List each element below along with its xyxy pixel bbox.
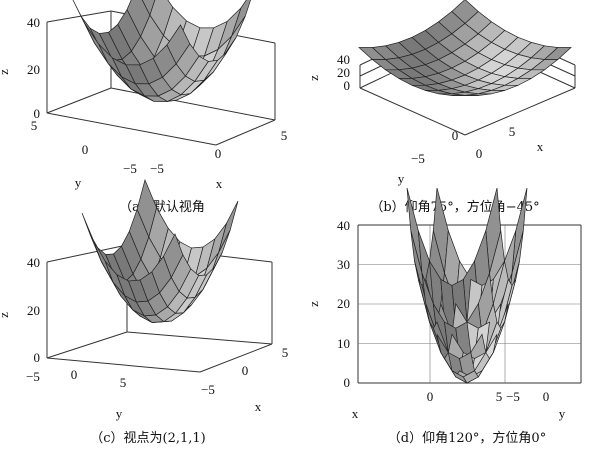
panel-c-x-tick: −5 (201, 382, 215, 397)
panel-b-x-tick: 5 (509, 124, 516, 139)
panel-c-x-tick: 0 (242, 363, 249, 378)
panel-c-z-tick: 40 (27, 255, 40, 270)
panel-d-z-tick: 30 (337, 257, 350, 272)
panel-c-surface (81, 178, 239, 323)
panel-d-z-tick: 40 (337, 218, 350, 233)
panel-d: 40 30 20 10 0 z 0 5 −5 0 x y （d）仰角120°，方… (306, 187, 582, 446)
panel-c-y-tick: −5 (26, 369, 40, 384)
panel-b-surface (358, 0, 572, 96)
panel-d-y-tick: 0 (543, 389, 550, 404)
panel-b-caption: （b）仰角75°，方位角−45° (370, 199, 539, 215)
panel-a-z-tick: 0 (34, 106, 41, 121)
panel-b-x-label: x (537, 139, 544, 154)
panel-c-y-label: y (116, 406, 123, 421)
panel-d-y-label: y (559, 406, 566, 421)
panel-a-y-tick: 0 (82, 142, 89, 157)
panel-c-x-tick: 5 (282, 345, 289, 360)
panel-d-x-tick: 0 (427, 389, 434, 404)
panel-b-y-tick: −5 (411, 151, 425, 166)
panel-d-caption: （d）仰角120°，方位角0° (388, 430, 546, 446)
panel-c-x-label: x (255, 399, 262, 414)
panel-a-z-tick: 40 (27, 15, 40, 30)
panel-b-z-label: z (306, 75, 321, 81)
panel-d-z-tick: 10 (337, 336, 350, 351)
panel-b-z-tick: 20 (337, 65, 350, 80)
panel-d-z-label: z (306, 301, 321, 307)
panel-d-axes (357, 224, 582, 384)
panel-b-z-tick: 0 (344, 78, 351, 93)
surface-patch (462, 370, 479, 384)
surface-patch (218, 200, 239, 253)
panel-a-y-tick: −5 (123, 161, 137, 176)
panel-a-caption: （a）默认视角 (119, 199, 205, 215)
panel-a: 40 20 0 z 5 0 −5 y −5 0 5 x （a）默认视角 (0, 0, 287, 215)
panel-a-x-tick: −5 (150, 161, 164, 176)
panel-b: 40 20 0 z −5 0 y 0 5 x （b）仰角75°，方位角−45° (306, 0, 576, 215)
panel-a-y-tick: 5 (31, 118, 38, 133)
panel-a-x-label: x (216, 176, 223, 191)
surface-patch (152, 44, 177, 78)
panel-c-z-tick: 0 (34, 350, 41, 365)
panel-c: 40 20 0 z −5 0 5 y −5 0 5 x （c）视点为(2,1,1… (0, 178, 289, 446)
panel-d-surface (406, 187, 528, 384)
panel-a-y-label: y (75, 175, 82, 190)
panel-a-x-tick: 0 (215, 146, 222, 161)
panel-a-z-tick: 20 (27, 62, 40, 77)
panel-b-y-tick: 0 (452, 128, 459, 143)
panel-d-y-tick: −5 (506, 389, 520, 404)
panel-d-z-tick: 20 (337, 296, 350, 311)
panel-c-y-tick: 5 (120, 375, 127, 390)
panel-d-x-tick: 5 (496, 389, 503, 404)
panel-b-x-tick: 0 (476, 146, 483, 161)
panel-d-z-tick: 0 (344, 375, 351, 390)
panel-c-z-label: z (0, 312, 11, 318)
panel-a-x-tick: 5 (281, 128, 288, 143)
surface-patch (147, 292, 168, 316)
panel-c-caption: （c）视点为(2,1,1) (90, 431, 206, 446)
panel-a-surface (72, 0, 251, 102)
panel-b-z-tick: 40 (337, 52, 350, 67)
panel-b-y-label: y (398, 171, 405, 186)
panel-c-z-tick: 20 (27, 303, 40, 318)
panel-d-x-label: x (352, 406, 359, 421)
panel-c-y-tick: 0 (71, 367, 78, 382)
panel-a-z-label: z (0, 69, 11, 75)
